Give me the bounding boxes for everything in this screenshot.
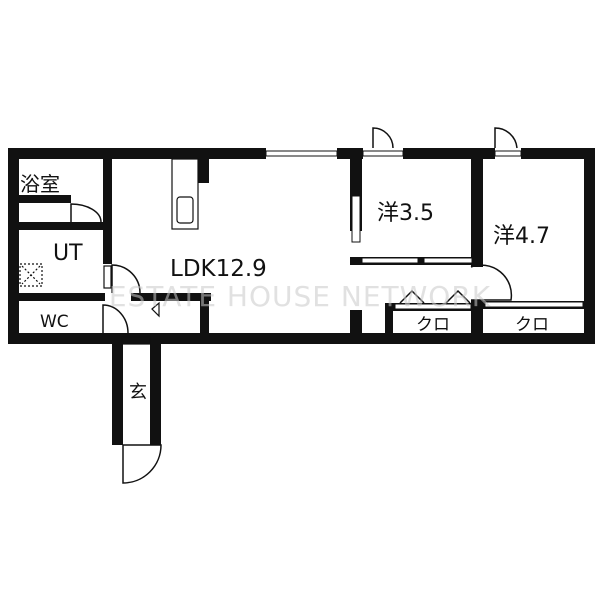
room-label-closet-2: クロ [515, 315, 549, 335]
walls [8, 148, 595, 445]
fixtures [19, 158, 199, 345]
doors [70, 127, 518, 484]
room-label-bath: 浴室 [20, 172, 60, 196]
room-label-utility: UT [53, 241, 83, 266]
kitchen-sink [176, 196, 194, 224]
room-label-western-1: 洋3.5 [377, 201, 434, 226]
room-label-closet-1: クロ [416, 315, 450, 335]
kitchen-counter [171, 158, 199, 230]
room-labels: 浴室 UT WC 玄 LDK12.9 洋3.5 洋4.7 クロ クロ [20, 172, 550, 403]
room-label-entrance: 玄 [129, 382, 147, 403]
entry-marker-icon [151, 301, 160, 318]
room-label-western-2: 洋4.7 [493, 224, 550, 249]
washer-icon [19, 263, 43, 287]
windows [265, 150, 584, 310]
watermark: ESTATE HOUSE NETWORK [109, 280, 491, 313]
room-label-ldk: LDK12.9 [170, 256, 267, 282]
room-label-toilet: WC [40, 312, 69, 332]
